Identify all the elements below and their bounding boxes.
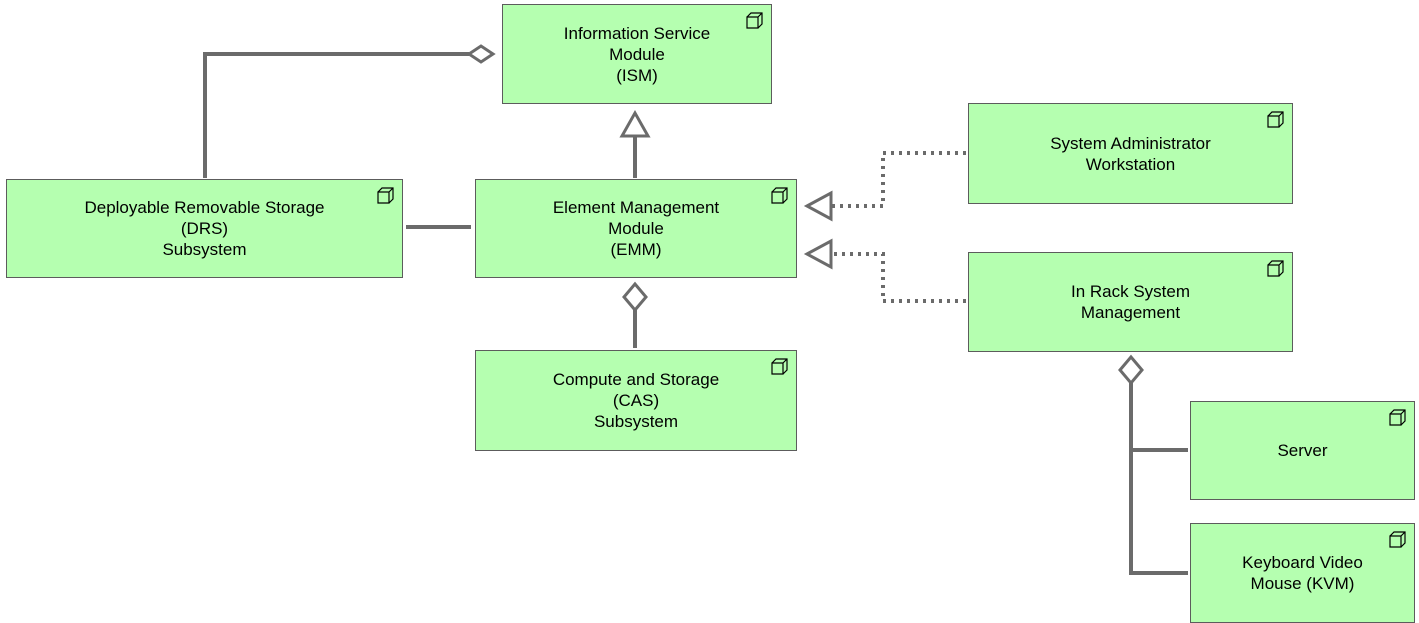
- node-label: Element Management Module (EMM): [552, 198, 720, 259]
- connector-saw-emm[interactable]: [803, 151, 966, 222]
- connector-emm-ism[interactable]: [619, 109, 651, 178]
- node-label: Keyboard Video Mouse (KVM): [1242, 553, 1363, 593]
- connector-cas-emm[interactable]: [622, 281, 648, 348]
- node-cas[interactable]: Compute and Storage (CAS) Subsystem: [475, 350, 797, 451]
- device-icon: [746, 12, 763, 29]
- node-label: Compute and Storage (CAS) Subsystem: [552, 370, 720, 431]
- device-icon: [771, 187, 788, 204]
- node-emm[interactable]: Element Management Module (EMM): [475, 179, 797, 278]
- device-icon: [1389, 409, 1406, 426]
- aggregation-diamond: [622, 281, 648, 313]
- realization-arrowhead: [803, 190, 833, 222]
- connector-drs-ism[interactable]: [203, 44, 496, 178]
- node-drs[interactable]: Deployable Removable Storage (DRS) Subsy…: [6, 179, 403, 278]
- device-icon: [377, 187, 394, 204]
- aggregation-diamond: [466, 44, 496, 64]
- node-label: Server: [1277, 441, 1328, 460]
- device-icon: [1389, 531, 1406, 548]
- node-kvm[interactable]: Keyboard Video Mouse (KVM): [1190, 523, 1415, 623]
- aggregation-diamond: [1118, 354, 1144, 386]
- realization-arrowhead: [803, 238, 833, 270]
- node-ism[interactable]: Information Service Module (ISM): [502, 4, 772, 104]
- node-label: System Administrator Workstation: [1050, 133, 1211, 174]
- node-label: In Rack System Management: [1070, 282, 1191, 322]
- node-in-rack-system-management[interactable]: In Rack System Management: [968, 252, 1293, 352]
- device-icon: [1267, 111, 1284, 128]
- specialization-arrowhead: [619, 109, 651, 138]
- device-icon: [1267, 260, 1284, 277]
- node-label: Deployable Removable Storage (DRS) Subsy…: [84, 198, 325, 259]
- node-label: Information Service Module (ISM): [563, 23, 711, 85]
- connector-irsm-emm[interactable]: [803, 238, 966, 303]
- device-icon: [771, 358, 788, 375]
- node-server[interactable]: Server: [1190, 401, 1415, 500]
- node-system-administrator-workstation[interactable]: System Administrator Workstation: [968, 103, 1293, 204]
- connector-server-kvm-irsm[interactable]: [1118, 354, 1188, 575]
